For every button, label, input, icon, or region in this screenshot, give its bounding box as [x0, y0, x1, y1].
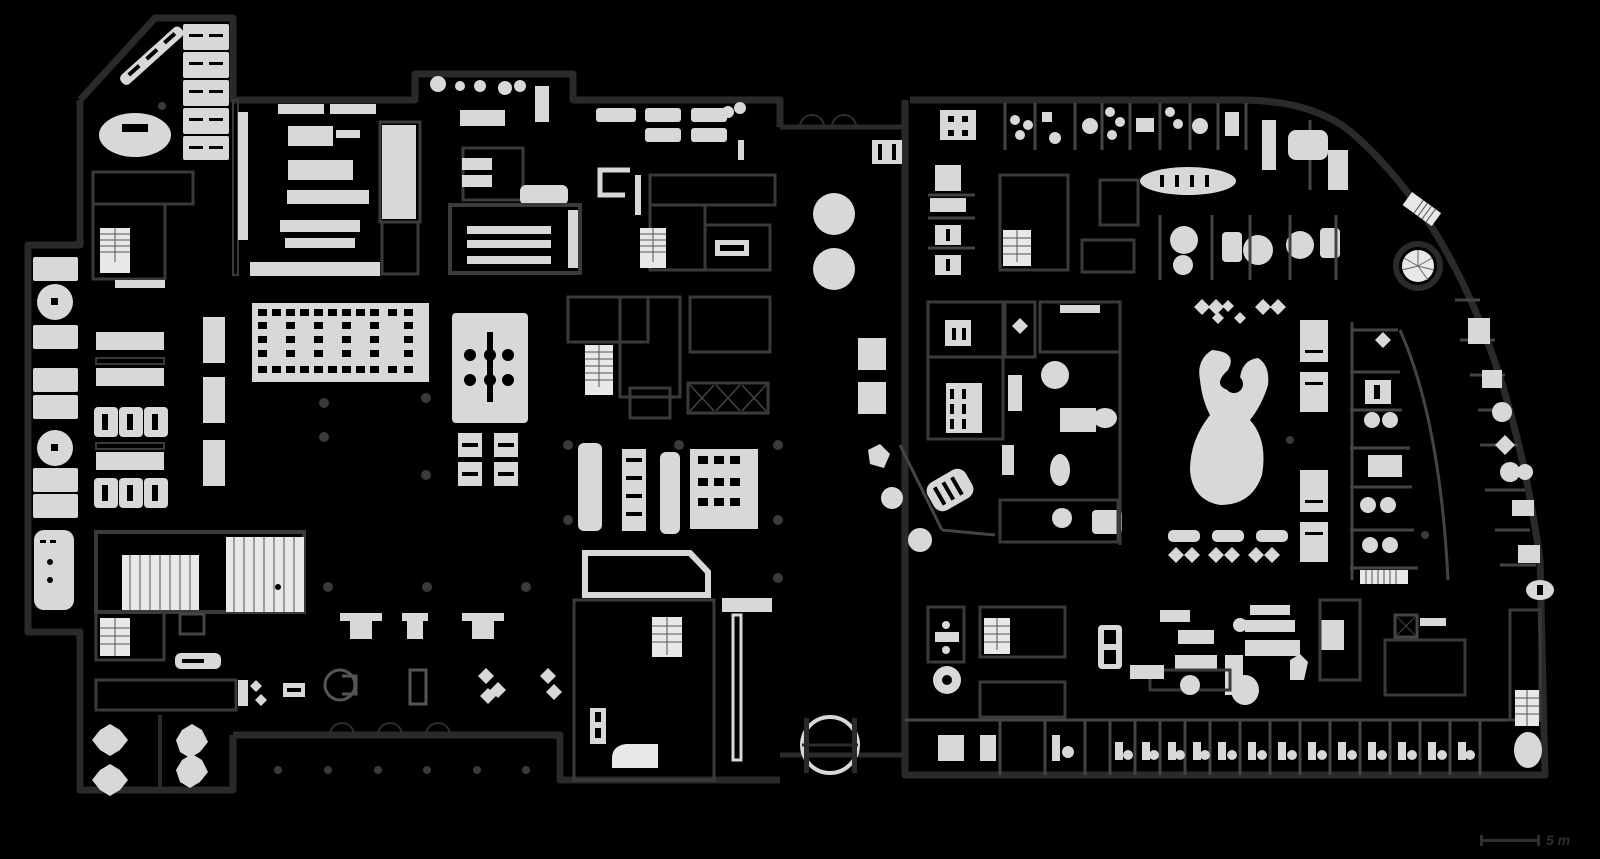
central-south-block	[572, 550, 772, 782]
door-swings	[329, 114, 857, 736]
central-open-desks	[252, 303, 758, 534]
central-atrium	[800, 140, 902, 775]
north-meeting-area	[596, 102, 777, 272]
east-wing-mid-offices	[868, 300, 1122, 552]
south-west-stairs	[92, 530, 562, 796]
scale-bar-line	[1480, 834, 1540, 846]
south-offices	[905, 598, 1542, 775]
structural-columns	[274, 393, 1429, 774]
scale-bar: 5 m	[1480, 832, 1570, 848]
east-wing-cellular-offices	[928, 103, 1348, 280]
east-wing-lounge	[1168, 299, 1328, 563]
west-perimeter-desks	[33, 257, 225, 610]
north-west-offices	[232, 76, 582, 276]
central-core	[566, 295, 772, 420]
east-spiral-stair	[1393, 192, 1443, 291]
curved-facade-offices	[1350, 298, 1554, 600]
west-stair-core	[91, 170, 195, 288]
scale-bar-label: 5 m	[1546, 832, 1571, 848]
west-wing-lounge	[99, 24, 229, 160]
